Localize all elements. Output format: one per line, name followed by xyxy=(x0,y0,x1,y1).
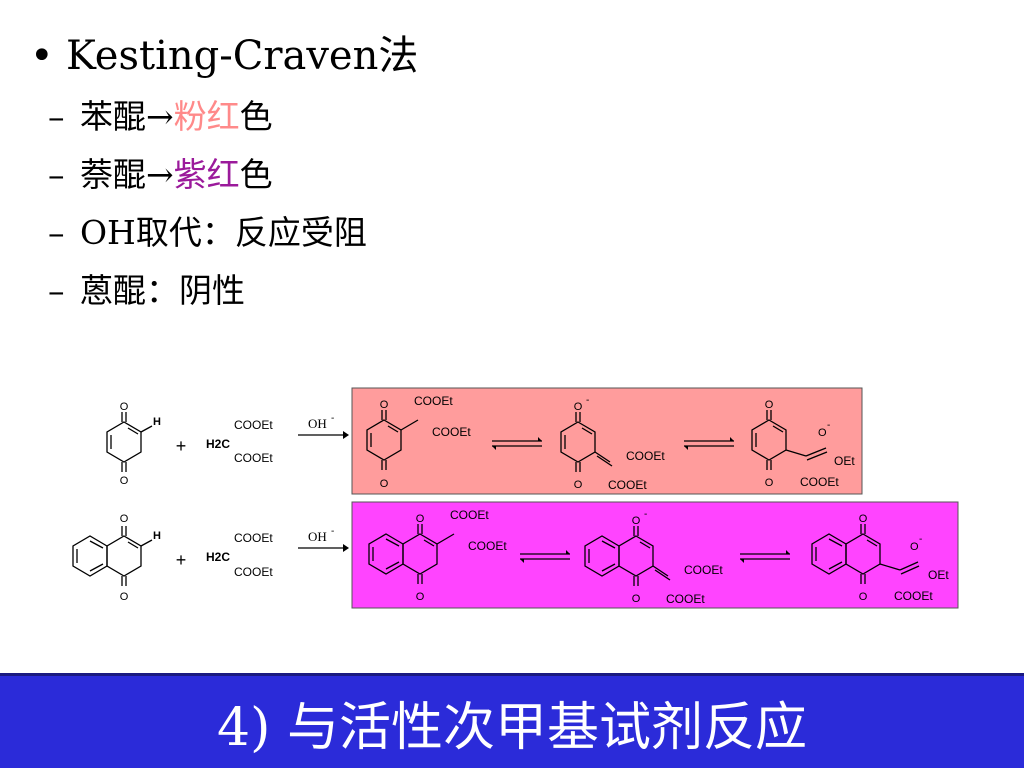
sub-item-suffix: 色 xyxy=(239,155,273,194)
reaction-arrow: OH - xyxy=(298,413,349,439)
charge-label: - xyxy=(644,509,647,520)
atom-label: O xyxy=(632,593,641,605)
plus-sign: + xyxy=(176,436,187,456)
atom-label: O xyxy=(574,401,583,413)
reaction-scheme: O O H + COOEt H2C COOEt OH - O O COOEt C… xyxy=(72,387,959,609)
charge-label: - xyxy=(331,413,334,424)
reagent-group: COOEt xyxy=(234,418,273,432)
naphtho-enolate-structure: O - O COOEt COOEt xyxy=(584,509,723,606)
reagent-group: H2C xyxy=(206,437,230,451)
plus-sign: + xyxy=(176,550,187,570)
atom-label: O xyxy=(120,513,129,525)
charge-label: - xyxy=(919,534,922,545)
reagent-group: COOEt xyxy=(234,531,273,545)
atom-label: O xyxy=(859,513,868,525)
sub-item-text: OH取代：反应受阻 xyxy=(80,213,367,252)
atom-label: O xyxy=(120,401,129,413)
ester-group: COOEt xyxy=(608,478,647,492)
malonate-reagent: COOEt H2C COOEt xyxy=(206,418,273,465)
reagent-group: COOEt xyxy=(234,451,273,465)
atom-label: O xyxy=(574,479,583,491)
charge-label: - xyxy=(331,526,334,537)
product-box-pink xyxy=(351,387,863,495)
naphthoquinone-structure: O O H xyxy=(72,513,161,603)
malonate-reagent: COOEt H2C COOEt xyxy=(206,531,273,579)
atom-label: O xyxy=(910,541,919,553)
bullet-marker: • xyxy=(30,33,54,79)
dash-marker: – xyxy=(48,213,65,252)
equilibrium-arrow xyxy=(740,550,790,563)
product-box-magenta xyxy=(351,501,959,609)
atom-label: O xyxy=(765,477,774,489)
ester-group: OEt xyxy=(928,568,949,582)
benzoquinone-structure: O O H xyxy=(106,401,161,487)
atom-label: H xyxy=(153,416,161,428)
atom-label: O xyxy=(765,399,774,411)
sub-item-text: 蒽醌：阴性 xyxy=(80,271,245,310)
ester-group: COOEt xyxy=(626,449,665,463)
sub-item-suffix: 色 xyxy=(239,97,273,136)
sub-item-anthraquinone: –蒽醌：阴性 xyxy=(48,268,245,314)
carbanion-structure: O O O - OEt COOEt xyxy=(751,399,855,489)
atom-label: O xyxy=(120,591,129,603)
atom-label: H xyxy=(153,530,161,542)
naphtho-adduct-structure: O O COOEt COOEt xyxy=(368,508,507,603)
charge-label: - xyxy=(586,395,589,406)
ester-group: COOEt xyxy=(432,425,471,439)
atom-label: O xyxy=(120,475,129,487)
oh-reagent: OH xyxy=(308,529,327,544)
atom-label: O xyxy=(416,591,425,603)
ester-group: COOEt xyxy=(800,475,839,489)
sub-item-benzoquinone: –苯醌→粉红色 xyxy=(48,94,273,140)
ester-group: COOEt xyxy=(468,539,507,553)
atom-label: O xyxy=(380,399,389,411)
dash-marker: – xyxy=(48,155,65,194)
equilibrium-arrow xyxy=(492,437,542,450)
footer-title: 4) 与活性次甲基试剂反应 xyxy=(217,697,807,758)
equilibrium-arrow xyxy=(684,437,734,450)
naphtho-carbanion-structure: O O O - OEt COOEt xyxy=(811,513,949,603)
sub-item-text: 萘醌→ xyxy=(80,155,174,194)
ester-group: COOEt xyxy=(666,592,705,606)
ester-group: COOEt xyxy=(450,508,489,522)
atom-label: O xyxy=(859,591,868,603)
reagent-group: COOEt xyxy=(234,565,273,579)
enolate-structure: O - O COOEt COOEt xyxy=(560,395,665,492)
highlight-magenta: 紫红 xyxy=(173,155,240,194)
footer-title-bar: 4) 与活性次甲基试剂反应 xyxy=(0,673,1024,768)
reaction-arrow: OH - xyxy=(298,526,349,552)
equilibrium-arrow xyxy=(520,550,570,563)
atom-label: O xyxy=(632,515,641,527)
dash-marker: – xyxy=(48,271,65,310)
oh-reagent: OH xyxy=(308,416,327,431)
charge-label: - xyxy=(827,420,830,431)
ester-group: COOEt xyxy=(894,589,933,603)
adduct-structure: O O COOEt COOEt xyxy=(366,394,471,490)
ester-group: COOEt xyxy=(684,563,723,577)
atom-label: O xyxy=(416,513,425,525)
ester-group: OEt xyxy=(834,454,855,468)
sub-item-text: 苯醌→ xyxy=(80,97,174,136)
sub-item-naphthoquinone: –萘醌→紫红色 xyxy=(48,152,273,198)
bullet-text: Kesting-Craven法 xyxy=(66,33,419,79)
dash-marker: – xyxy=(48,97,65,136)
atom-label: O xyxy=(818,427,827,439)
atom-label: O xyxy=(380,478,389,490)
ester-group: COOEt xyxy=(414,394,453,408)
sub-item-oh-substituted: –OH取代：反应受阻 xyxy=(48,210,367,256)
highlight-pink: 粉红 xyxy=(173,97,240,136)
reagent-group: H2C xyxy=(206,550,230,564)
